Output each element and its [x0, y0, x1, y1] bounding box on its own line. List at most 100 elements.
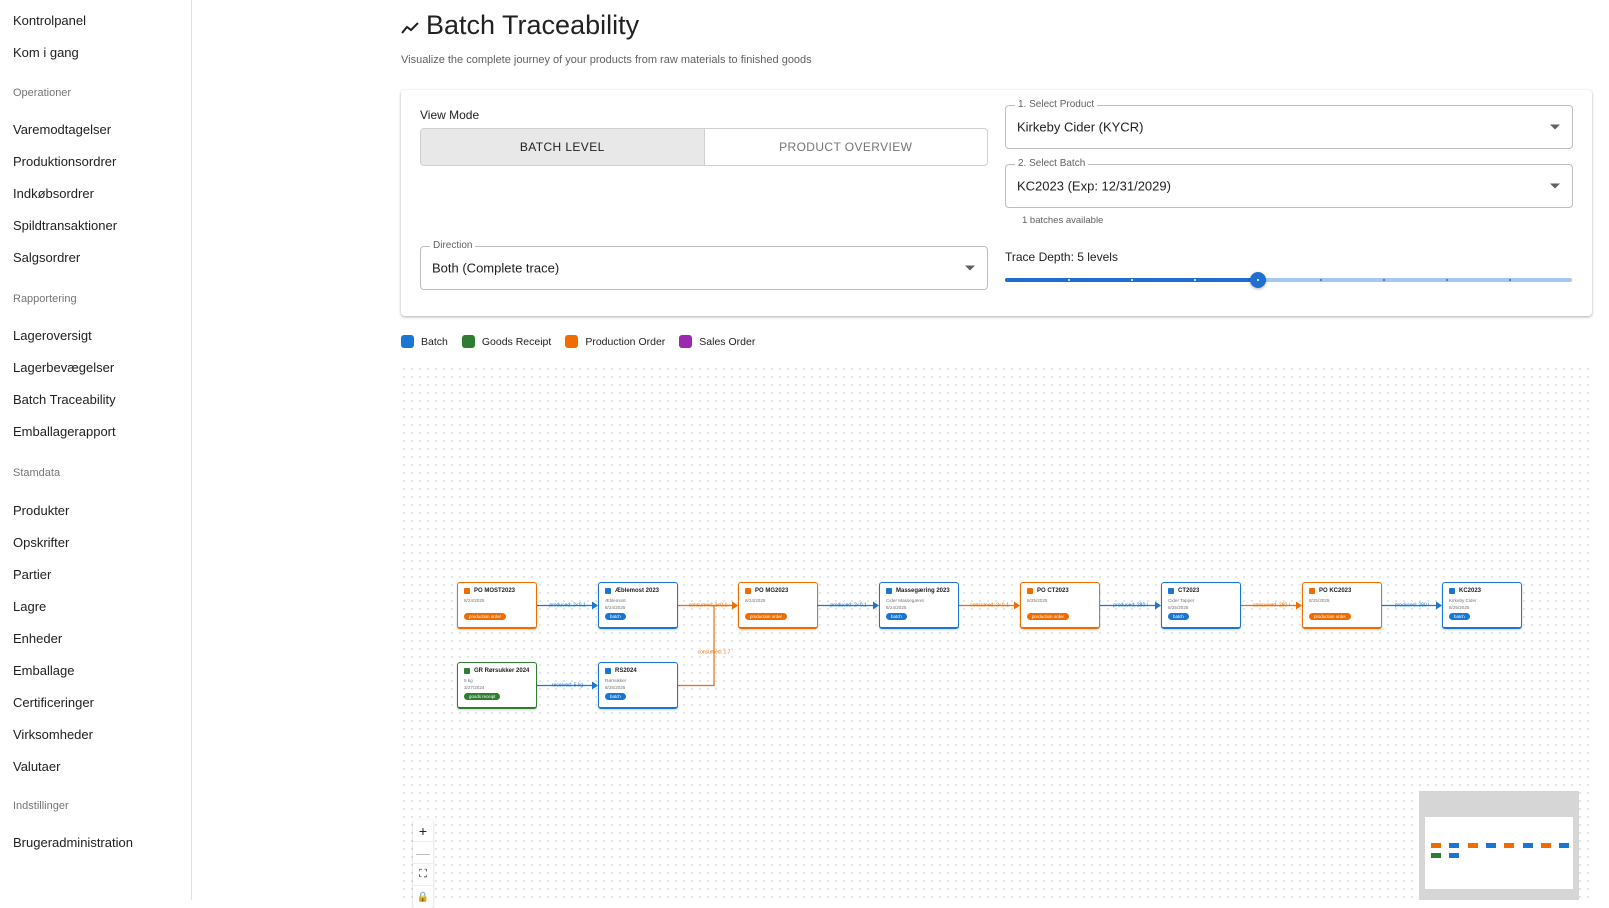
- slider-tick: [1383, 279, 1385, 281]
- node-type-chip: production order: [464, 613, 506, 620]
- edge-arrow-icon: [592, 601, 598, 610]
- sidebar-item-opskrifter[interactable]: Opskrifter: [13, 535, 70, 550]
- node-header: PO MOST2023: [464, 588, 515, 594]
- node-title: PO MOST2023: [474, 588, 516, 594]
- product-overview-toggle[interactable]: PRODUCT OVERVIEW: [703, 129, 987, 165]
- node-type-chip: production order: [1027, 613, 1069, 620]
- sidebar-item-partier[interactable]: Partier: [13, 567, 52, 582]
- node-title: Massegæring 2023: [896, 588, 950, 594]
- direction-select-label: Direction: [430, 240, 476, 251]
- trace-depth-label: Trace Depth: 5 levels: [1005, 250, 1118, 264]
- batch-icon: [605, 668, 611, 674]
- graph-edge-b-rs-to-po-mg[interactable]: consumed: 1.7: [678, 601, 738, 687]
- zoom-out-button[interactable]: —: [413, 842, 433, 864]
- trace-graph-canvas[interactable]: produced: 2<0.1 consumed: 2<0.1 produced: …: [400, 365, 1592, 900]
- node-type-chip: batch: [1449, 613, 1470, 620]
- sidebar-item-salgsordrer[interactable]: Salgsordrer: [13, 250, 81, 265]
- sidebar-item-produktionsordrer[interactable]: Produktionsordrer: [13, 154, 117, 169]
- direction-select[interactable]: Direction Both (Complete trace): [420, 240, 988, 290]
- graph-edge-po-ct-to-b-ct[interactable]: produced: 280 l: [1100, 601, 1161, 610]
- batch-select[interactable]: 2. Select Batch KC2023 (Exp: 12/31/2029): [1005, 158, 1573, 208]
- node-detail: 8/24/2025: [605, 605, 626, 610]
- graph-zoom-controls: + — ⛶ 🔒: [413, 820, 433, 908]
- sidebar-item-kontrolpanel[interactable]: Kontrolpanel: [13, 13, 86, 28]
- batch-level-toggle[interactable]: BATCH LEVEL: [421, 129, 704, 165]
- node-title: GR Rørsukker 2024: [474, 668, 530, 674]
- sidebar: Kontrolpanel Kom i gang Operationer Vare…: [0, 0, 192, 900]
- legend-label: Batch: [421, 335, 448, 348]
- sidebar-item-enheder[interactable]: Enheder: [13, 631, 63, 646]
- batch-icon: [1449, 588, 1455, 594]
- graph-edge-b-masse-to-po-ct[interactable]: consumed: 2<0.1: [959, 601, 1020, 610]
- minimap-node: [1431, 843, 1441, 848]
- graph-edge-gr-ros-to-b-rs[interactable]: received: 5 kg: [537, 681, 598, 690]
- page-header: Batch Traceability: [400, 10, 639, 41]
- graph-edge-b-ct-to-po-kc[interactable]: consumed: 280 l: [1241, 601, 1302, 610]
- dropdown-arrow-icon: [1550, 124, 1560, 130]
- sidebar-item-indkobsordrer[interactable]: Indkøbsordrer: [13, 186, 94, 201]
- node-detail: Cider Massegæret: [886, 598, 924, 603]
- graph-node-po-most[interactable]: PO MOST2023 8/24/2025 production order: [457, 582, 537, 629]
- fit-view-button[interactable]: ⛶: [413, 864, 433, 886]
- sidebar-item-brugeradministration[interactable]: Brugeradministration: [13, 835, 133, 850]
- graph-edge-po-mg-to-b-masse[interactable]: produced: 2<0.1: [818, 601, 879, 610]
- direction-select-value: Both (Complete trace): [432, 260, 560, 276]
- node-header: PO CT2023: [1027, 588, 1069, 594]
- sidebar-item-lageroversigt[interactable]: Lageroversigt: [13, 328, 92, 343]
- factory-icon: [745, 588, 751, 594]
- zoom-in-button[interactable]: +: [413, 820, 433, 842]
- edge-line: [678, 604, 734, 687]
- sidebar-section-rapportering: Rapportering: [13, 293, 77, 305]
- sidebar-item-certificeringer[interactable]: Certificeringer: [13, 695, 94, 710]
- node-title: PO MG2023: [755, 588, 789, 594]
- sidebar-item-spildtransaktioner[interactable]: Spildtransaktioner: [13, 218, 118, 233]
- legend-swatch: [401, 335, 414, 348]
- sidebar-item-kom-i-gang[interactable]: Kom i gang: [13, 45, 79, 60]
- node-type-chip: batch: [886, 613, 907, 620]
- sidebar-item-lagerbevaegelser[interactable]: Lagerbevægelser: [13, 360, 115, 375]
- sidebar-item-varemodtagelser[interactable]: Varemodtagelser: [13, 122, 112, 137]
- page-title: Batch Traceability: [426, 10, 640, 40]
- sidebar-item-emballage[interactable]: Emballage: [13, 663, 75, 678]
- sidebar-item-batch-traceability[interactable]: Batch Traceability: [13, 392, 116, 407]
- factory-icon: [464, 588, 470, 594]
- edge-arrow-icon: [873, 601, 879, 610]
- sidebar-item-valutaer[interactable]: Valutaer: [13, 759, 61, 774]
- view-mode-label: View Mode: [420, 108, 480, 122]
- factory-icon: [1027, 588, 1033, 594]
- node-type-chip: production order: [1309, 613, 1351, 620]
- dropdown-arrow-icon: [965, 265, 975, 271]
- edge-label: produced: 2<0.1: [549, 603, 585, 609]
- minimap-viewport: [1425, 817, 1573, 889]
- sidebar-item-emballagerapport[interactable]: Emballagerapport: [13, 424, 116, 439]
- graph-edge-po-most-to-b-aeble[interactable]: produced: 2<0.1: [537, 601, 598, 610]
- edge-label: consumed: 280 l: [1253, 603, 1290, 609]
- trace-depth-slider[interactable]: [1005, 272, 1572, 288]
- lock-button[interactable]: 🔒: [416, 891, 430, 903]
- batch-select-label: 2. Select Batch: [1015, 158, 1089, 169]
- graph-edge-po-kc-to-b-kc[interactable]: produced: 280 l: [1382, 601, 1442, 610]
- node-detail: 8/25/2025: [1309, 598, 1330, 603]
- batch-icon: [886, 588, 892, 594]
- node-detail: 8/24/2025: [464, 598, 485, 603]
- node-detail: Rørsukker: [605, 678, 627, 683]
- sidebar-item-virksomheder[interactable]: Virksomheder: [13, 727, 93, 742]
- sidebar-item-lagre[interactable]: Lagre: [13, 599, 47, 614]
- page-subtitle: Visualize the complete journey of your p…: [401, 54, 812, 66]
- node-type-chip: batch: [1168, 613, 1189, 620]
- edge-arrow-icon: [1014, 601, 1020, 610]
- trace-controls-card: View Mode BATCH LEVEL PRODUCT OVERVIEW 1…: [401, 90, 1592, 316]
- node-title: Æblemost 2023: [615, 588, 660, 594]
- graph-minimap[interactable]: [1419, 791, 1579, 900]
- product-select[interactable]: 1. Select Product Kirkeby Cider (KYCR): [1005, 99, 1573, 149]
- sidebar-item-produkter[interactable]: Produkter: [13, 503, 70, 518]
